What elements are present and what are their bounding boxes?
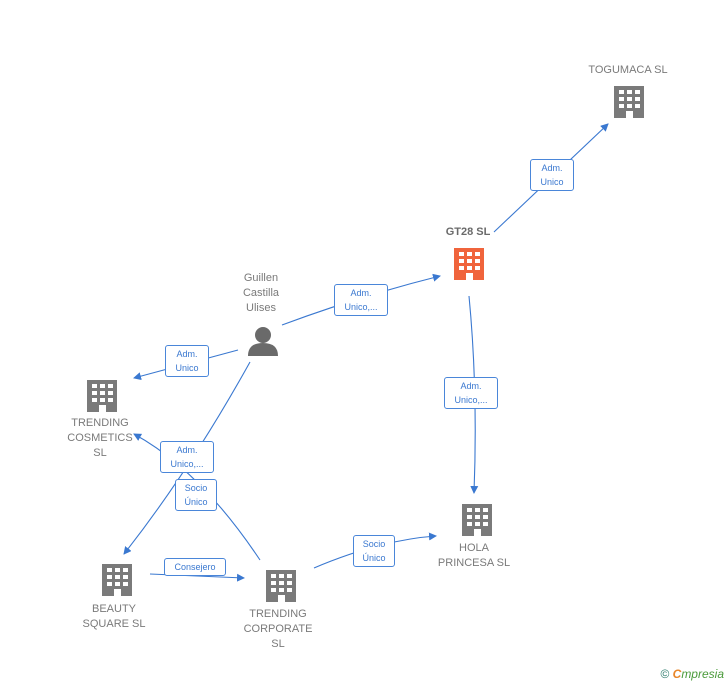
node-label-trending-corporate: TRENDING CORPORATE SL	[243, 608, 313, 650]
edge-label-beauty-corporate[interactable]: Consejero	[164, 558, 226, 576]
node-label-hola-princesa: HOLA PRINCESA SL	[437, 542, 511, 569]
building-icon	[454, 248, 484, 280]
node-label-togumaca: TOGUMACA SL	[588, 64, 668, 76]
copyright-icon: ©	[660, 667, 670, 681]
edge-label-gt28-togumaca[interactable]: Adm. Unico	[530, 159, 574, 191]
brand-logo: Cmpresia	[672, 667, 724, 681]
edge-label-person-cosmetics[interactable]: Adm. Unico	[165, 345, 209, 377]
edge-label-corporate-hola[interactable]: Socio Único	[353, 535, 395, 567]
building-icon	[102, 564, 132, 596]
edge-label-person-gt28[interactable]: Adm. Unico,...	[334, 284, 388, 316]
building-icon	[462, 504, 492, 536]
node-label-trending-cosmetics: TRENDING COSMETICS SL	[67, 417, 133, 459]
edge-label-corporate-cosmetics[interactable]: Socio Único	[175, 479, 217, 511]
node-label-beauty-square: BEAUTY SQUARE SL	[82, 603, 146, 630]
person-icon	[248, 327, 278, 356]
edge-label-gt28-hola[interactable]: Adm. Unico,...	[444, 377, 498, 409]
building-icon	[87, 380, 117, 412]
building-icon	[614, 86, 644, 118]
node-label-gt28: GT28 SL	[445, 226, 491, 238]
edge-label-person-beauty[interactable]: Adm. Unico,...	[160, 441, 214, 473]
building-icon	[266, 570, 296, 602]
watermark: © Cmpresia	[660, 667, 724, 681]
node-label-person: Guillen Castilla Ulises	[242, 272, 280, 314]
